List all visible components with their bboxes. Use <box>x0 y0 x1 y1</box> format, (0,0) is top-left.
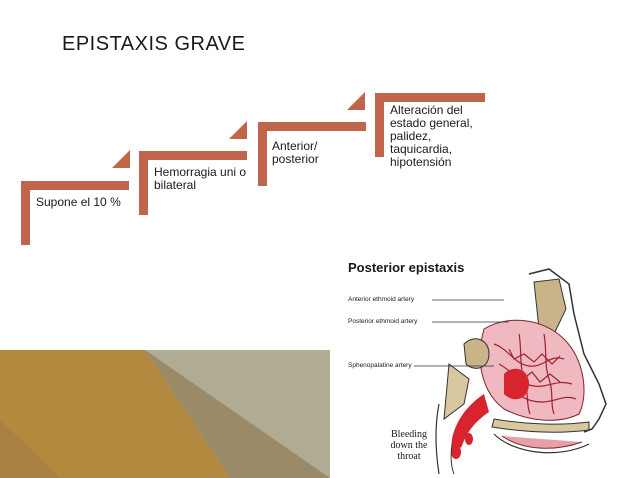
posterior-epistaxis-illustration: Posterior epistaxis Anterior ethmoid art… <box>344 254 634 475</box>
step-3-text: Anterior/ posterior <box>272 139 319 166</box>
step-4-text: Alteración del estado general, palidez, … <box>390 103 473 169</box>
illustration-heading: Posterior epistaxis <box>348 260 465 275</box>
step-1-text: Supone el 10 % <box>36 195 121 209</box>
step-2-text: Hemorragia uni o bilateral <box>154 165 247 192</box>
label-bleeding: Bleeding down the throat <box>390 429 428 462</box>
slide-title: EPISTAXIS GRAVE <box>62 33 246 55</box>
nasal-anatomy-image <box>414 268 607 475</box>
step-2-corner <box>229 121 247 139</box>
label-anterior-ethmoid: Anterior ethmoid artery <box>348 296 415 303</box>
label-sphenopalatine: Sphenopalatine artery <box>348 362 412 369</box>
step-1-corner <box>112 150 130 168</box>
step-3-corner <box>347 92 365 110</box>
label-posterior-ethmoid: Posterior ethmoid artery <box>348 318 418 325</box>
